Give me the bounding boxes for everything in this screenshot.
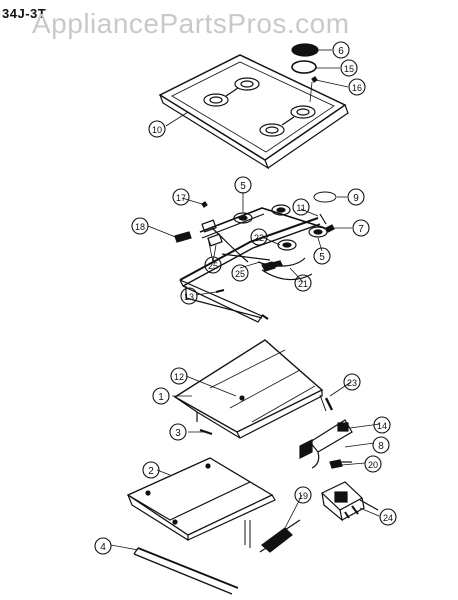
screw-17 [201, 201, 208, 208]
svg-text:24: 24 [383, 513, 393, 523]
svg-text:14: 14 [377, 421, 387, 431]
svg-text:8: 8 [378, 441, 384, 452]
igniter-19 [259, 519, 301, 553]
callout-22: 22 [250, 228, 268, 246]
burner-tube-4 [133, 547, 239, 595]
callout-3: 3 [169, 423, 187, 441]
callout-20: 20 [364, 455, 382, 473]
svg-text:6: 6 [338, 46, 344, 57]
svg-text:16: 16 [352, 83, 362, 93]
callout-7: 7 [352, 219, 370, 237]
svg-text:25: 25 [208, 261, 218, 271]
svg-text:11: 11 [296, 203, 305, 213]
model-number: 34J-3T [2, 6, 47, 21]
svg-text:22: 22 [254, 233, 264, 243]
svg-text:17: 17 [176, 193, 186, 203]
callout-9: 9 [347, 188, 365, 206]
svg-text:20: 20 [368, 460, 378, 470]
svg-text:4: 4 [100, 542, 106, 553]
svg-text:13: 13 [184, 292, 194, 302]
svg-text:25: 25 [235, 269, 245, 279]
svg-text:10: 10 [152, 125, 162, 135]
svg-text:12: 12 [174, 372, 184, 382]
svg-text:5: 5 [319, 252, 325, 263]
igniter-cap-9 [313, 191, 337, 203]
callout-16: 16 [348, 78, 366, 96]
callout-11: 11 [292, 198, 310, 216]
watermark: AppliancePartsPros.com [32, 8, 350, 39]
leader-lines [110, 49, 381, 551]
callout-10: 10 [148, 120, 166, 138]
svg-text:9: 9 [353, 193, 359, 204]
svg-text:15: 15 [344, 64, 354, 74]
burner-grate-front [259, 105, 316, 137]
callout-19: 19 [294, 486, 312, 504]
svg-text:19: 19 [298, 491, 308, 501]
svg-text:21: 21 [298, 279, 308, 289]
callout-25b: 25 [231, 264, 249, 282]
svg-text:23: 23 [347, 378, 357, 388]
callout-12: 12 [170, 367, 188, 385]
valve-bracket [299, 419, 353, 469]
svg-text:7: 7 [358, 224, 364, 235]
callout-15: 15 [340, 59, 358, 77]
callout-25a: 25 [204, 256, 222, 274]
callout-6: 6 [332, 41, 350, 59]
callout-24: 24 [379, 508, 397, 526]
callout-8: 8 [372, 436, 390, 454]
svg-text:1: 1 [158, 392, 164, 403]
burner-ring [291, 60, 317, 74]
burner-grate-rear [203, 77, 260, 107]
svg-text:18: 18 [135, 222, 145, 232]
burner-box [173, 339, 334, 439]
callout-23: 23 [343, 373, 361, 391]
screw [311, 76, 318, 83]
callout-4: 4 [94, 537, 112, 555]
burner-cap-black [291, 43, 319, 57]
burner-manifold-assembly [174, 204, 335, 323]
callout-2: 2 [142, 461, 160, 479]
callout-14: 14 [373, 416, 391, 434]
callout-5b: 5 [313, 247, 331, 265]
svg-text:3: 3 [175, 428, 181, 439]
cooktop-top [158, 54, 349, 170]
callout-18: 18 [131, 217, 149, 235]
svg-text:5: 5 [240, 181, 246, 192]
svg-text:2: 2 [148, 466, 154, 477]
broiler-pan [126, 457, 276, 548]
callout-1: 1 [152, 387, 170, 405]
callout-17: 17 [172, 188, 190, 206]
callout-21: 21 [294, 274, 312, 292]
callout-5a: 5 [234, 176, 252, 194]
callout-13: 13 [180, 287, 198, 305]
safety-valve [320, 481, 379, 522]
callouts: 6 15 16 10 17 5 9 11 7 18 22 5 25 25 21 … [94, 41, 397, 555]
